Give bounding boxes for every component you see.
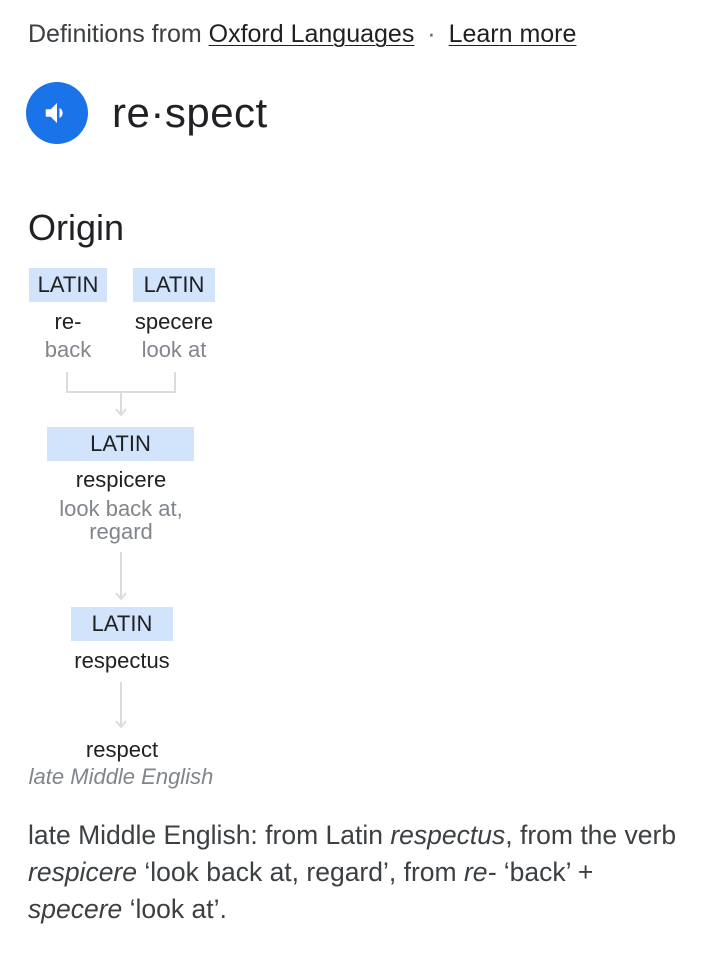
origin-word: respect [85, 737, 159, 762]
source-separator: · [427, 20, 436, 48]
origin-word[interactable]: specere [134, 309, 214, 334]
origin-heading: Origin [28, 207, 125, 248]
etymology-segment: ‘look at’. [122, 894, 227, 924]
arrow-head-3 [115, 720, 127, 729]
etymology-term: respicere [28, 857, 137, 887]
oxford-languages-link[interactable]: Oxford Languages [208, 20, 415, 48]
origin-gloss: look back at, [59, 496, 183, 521]
origin-word[interactable]: respectus [74, 648, 170, 673]
source-prefix: Definitions from [28, 20, 202, 48]
source-attribution: Definitions from Oxford Languages · Lear… [28, 20, 576, 49]
etymology-segment: late Middle English: from Latin [28, 820, 391, 850]
play-pronunciation-button[interactable] [26, 82, 88, 144]
etymology-text: late Middle English: from Latin respectu… [28, 817, 692, 928]
origin-gloss: back [44, 337, 92, 362]
etymology-segment: ‘look back at, regard’, from [137, 857, 464, 887]
merge-connector [66, 372, 176, 393]
language-chip: LATIN [47, 427, 194, 461]
origin-word[interactable]: respicere [75, 467, 167, 492]
speaker-icon [45, 103, 63, 123]
headword-row: re·spect [26, 82, 268, 144]
language-chip: LATIN [133, 268, 215, 302]
etymology-term: respectus [390, 820, 506, 850]
etymology-segment: ‘back’ + [496, 857, 594, 887]
etymology-term: specere [28, 894, 123, 924]
arrow-head-2 [115, 592, 127, 601]
language-chip: LATIN [29, 268, 107, 302]
headword: re·spect [112, 89, 268, 136]
origin-gloss: look at [141, 337, 207, 362]
arrow-head-1 [115, 408, 127, 417]
etymology-term: re- [463, 857, 497, 887]
etymology-segment: , from the verb [505, 820, 677, 850]
origin-gloss: regard [89, 519, 153, 544]
language-chip: LATIN [71, 607, 173, 641]
origin-period: late Middle English [28, 764, 214, 789]
learn-more-link[interactable]: Learn more [448, 20, 577, 48]
origin-word[interactable]: re- [54, 309, 82, 334]
